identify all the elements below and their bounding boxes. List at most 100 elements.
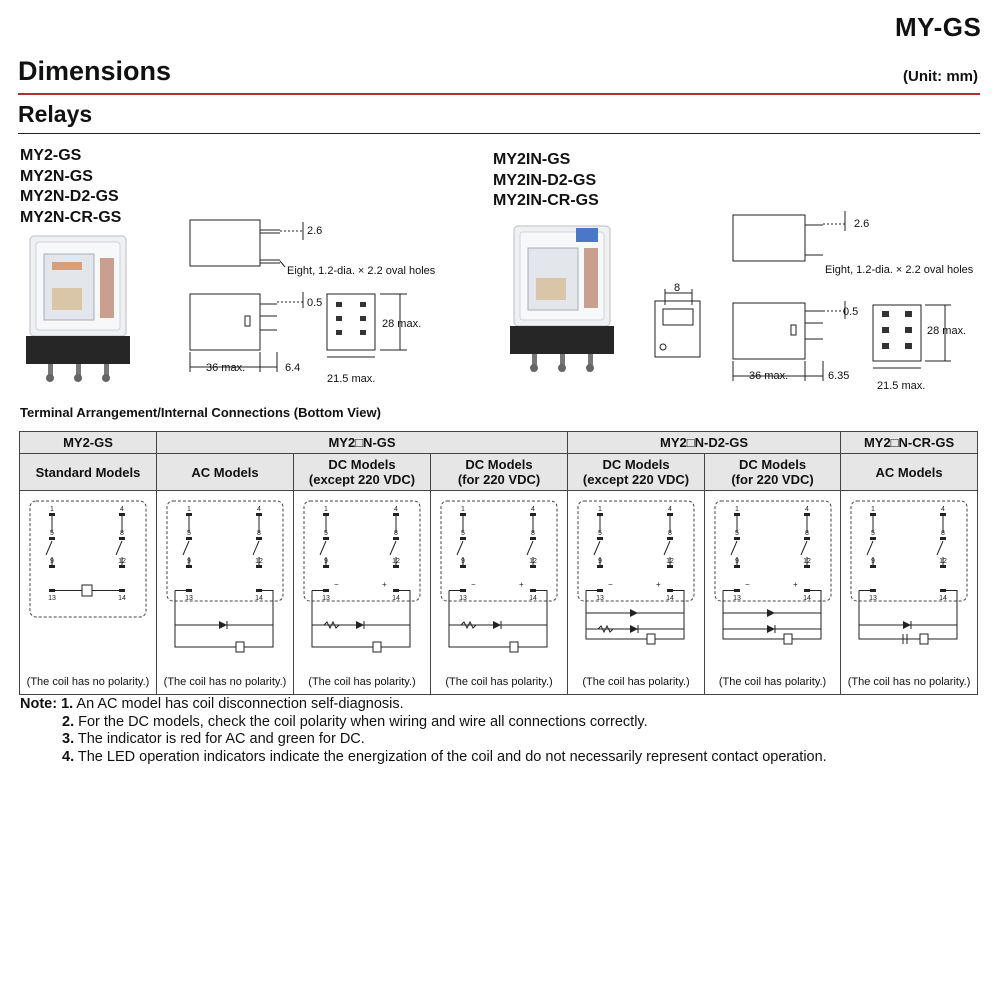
section-rule bbox=[18, 133, 980, 134]
pin-number: 5 bbox=[735, 530, 739, 537]
svg-text:−: − bbox=[334, 580, 339, 589]
svg-text:+: + bbox=[519, 580, 524, 589]
pin-number: 4 bbox=[668, 506, 672, 513]
polarity-caption: (The coil has polarity.) bbox=[308, 676, 416, 688]
terminal-section-title: Terminal Arrangement/Internal Connection… bbox=[20, 405, 381, 420]
group-header: MY2□N-GS bbox=[155, 431, 569, 454]
dim-pin-length: 6.35 bbox=[828, 370, 850, 382]
dim-pin-spacing: 2.6 bbox=[854, 218, 870, 230]
column-header: DC Models(except 220 VDC) bbox=[567, 453, 706, 491]
svg-text:+: + bbox=[382, 580, 387, 589]
svg-text:+: + bbox=[793, 580, 798, 589]
polarity-caption: (The coil has no polarity.) bbox=[163, 676, 287, 688]
relay-photo-right bbox=[510, 225, 614, 372]
pin-number: 1 bbox=[598, 506, 602, 513]
pin-number: 13 bbox=[48, 595, 56, 602]
pin-number: 14 bbox=[255, 595, 263, 602]
dim-width: 21.5 max. bbox=[327, 373, 376, 385]
pin-number: 8 bbox=[668, 530, 672, 537]
pin-number: 4 bbox=[120, 506, 124, 513]
notes-block: Note: 1. An AC model has coil disconnect… bbox=[20, 696, 827, 766]
pin-number: 8 bbox=[941, 530, 945, 537]
pin-number: 8 bbox=[257, 530, 261, 537]
unit-label: (Unit: mm) bbox=[903, 68, 978, 85]
dim-holes: Eight, 1.2-dia. × 2.2 oval holes bbox=[287, 265, 436, 277]
dim-height: 28 max. bbox=[927, 325, 967, 337]
pin-number: 14 bbox=[803, 595, 811, 602]
dim-pin-offset: 0.5 bbox=[307, 297, 323, 309]
model-name: MY2-GS bbox=[20, 147, 82, 164]
pin-number: 14 bbox=[392, 595, 400, 602]
pin-number: 13 bbox=[596, 595, 604, 602]
pin-number: 1 bbox=[735, 506, 739, 513]
note-item: 4. The LED operation indicators indicate… bbox=[62, 748, 827, 765]
pin-number: 13 bbox=[322, 595, 330, 602]
title-rule bbox=[18, 93, 980, 95]
pin-number: 14 bbox=[666, 595, 674, 602]
pin-number: 5 bbox=[50, 530, 54, 537]
note-item: 2. For the DC models, check the coil pol… bbox=[62, 713, 648, 730]
pin-number: 13 bbox=[459, 595, 467, 602]
pin-number: 5 bbox=[461, 530, 465, 537]
column-header: DC Models(for 220 VDC) bbox=[704, 453, 842, 491]
pin-number: 14 bbox=[118, 595, 126, 602]
relay-photo-left bbox=[26, 235, 130, 382]
pin-number: 5 bbox=[871, 530, 875, 537]
pin-number: 4 bbox=[531, 506, 535, 513]
page-title: Dimensions bbox=[18, 56, 172, 86]
column-header: DC Models(for 220 VDC) bbox=[429, 453, 569, 491]
model-name: MY2N-CR-GS bbox=[20, 208, 122, 226]
svg-text:−: − bbox=[608, 580, 613, 589]
dim-top-width: 8 bbox=[674, 282, 681, 294]
dim-pin-offset: 0.5 bbox=[843, 306, 859, 318]
column-header: DC Models(except 220 VDC) bbox=[293, 453, 431, 491]
pin-number: 1 bbox=[871, 506, 875, 513]
pin-number: 5 bbox=[598, 530, 602, 537]
group-header: MY2-GS bbox=[19, 431, 157, 454]
pin-number: 8 bbox=[120, 530, 124, 537]
dimension-drawing-right bbox=[654, 211, 951, 381]
pin-number: 1 bbox=[187, 506, 191, 513]
pin-number: 1 bbox=[50, 506, 54, 513]
column-header: AC Models bbox=[840, 453, 979, 491]
series-title: MY-GS bbox=[895, 12, 982, 42]
section-title: Relays bbox=[18, 101, 93, 127]
left-model-list: MY2-GS MY2N-GS MY2N-D2-GS MY2N-CR-GS bbox=[20, 146, 121, 228]
svg-text:+: + bbox=[656, 580, 661, 589]
pin-number: 14 bbox=[939, 595, 947, 602]
pin-number: 13 bbox=[185, 595, 193, 602]
dim-width: 21.5 max. bbox=[877, 380, 926, 392]
right-model-list: MY2IN-GS MY2IN-D2-GS MY2IN-CR-GS bbox=[493, 150, 599, 212]
pin-number: 5 bbox=[324, 530, 328, 537]
column-header: AC Models bbox=[156, 453, 294, 491]
pin-number: 14 bbox=[529, 595, 537, 602]
polarity-caption: (The coil has polarity.) bbox=[582, 676, 690, 688]
svg-text:−: − bbox=[745, 580, 750, 589]
polarity-caption: (The coil has no polarity.) bbox=[847, 676, 971, 688]
polarity-caption: (The coil has polarity.) bbox=[718, 676, 827, 688]
pin-number: 4 bbox=[394, 506, 398, 513]
dim-height: 28 max. bbox=[382, 318, 422, 330]
dim-length: 36 max. bbox=[749, 370, 789, 382]
group-header: MY2□N-CR-GS bbox=[840, 431, 979, 454]
pin-number: 8 bbox=[394, 530, 398, 537]
group-header: MY2□N-D2-GS bbox=[567, 431, 842, 454]
column-header: Standard Models bbox=[19, 453, 157, 491]
pin-number: 4 bbox=[941, 506, 945, 513]
terminal-table: MY2-GS MY2□N-GS MY2□N-D2-GS MY2□N-CR-GS … bbox=[19, 431, 979, 695]
model-name: MY2IN-CR-GS bbox=[493, 192, 599, 209]
pin-number: 1 bbox=[461, 506, 465, 513]
polarity-caption: (The coil has no polarity.) bbox=[26, 676, 150, 688]
